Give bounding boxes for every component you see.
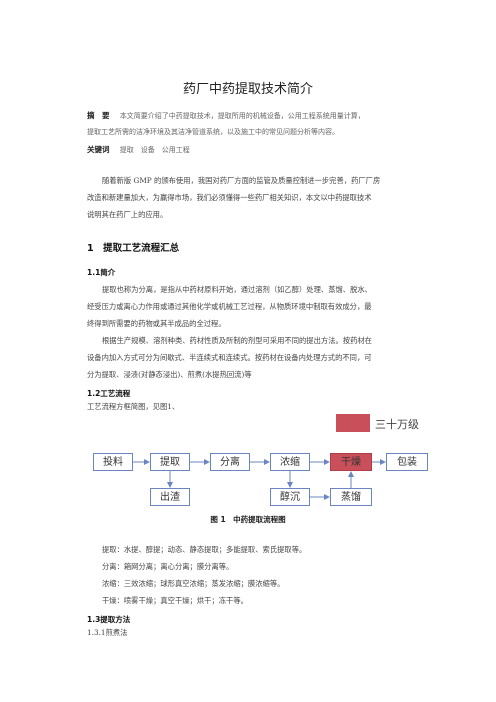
page-title: 药厂中药提取技术简介 bbox=[182, 82, 313, 97]
abstract-line-1: 摘 要 本文简要介绍了中药提取技术，提取所用的机械设备，公用工程系统用量计算， bbox=[87, 107, 427, 125]
s11-p1-line-3: 终得到所需要的药物或其半成品的全过程。 bbox=[87, 319, 226, 328]
abstract-label: 摘 要 bbox=[87, 111, 110, 120]
method-nongsuo: 浓缩：三效浓缩；球形真空浓缩；蒸发浓缩；膜浓缩等。 bbox=[102, 579, 285, 588]
intro-line-1: 随着新版 GMP 的颁布使用，我国对药厂方面的监管及质量控制进一步完善，药厂厂房 bbox=[102, 176, 381, 185]
s11-p1-line-2: 经受压力或离心力作用或通过其他化学或机械工艺过程，从物质环境中制取有效成分，最 bbox=[87, 302, 372, 311]
section-1-3-1-heading: 1.3.1煎煮法 bbox=[87, 628, 128, 637]
abstract-text-1: 本文简要介绍了中药提取技术，提取所用的机械设备，公用工程系统用量计算， bbox=[119, 112, 365, 120]
section-1-2-heading: 1.2工艺流程 bbox=[87, 389, 131, 398]
keywords-line: 关键词 提取 设备 公用工程 bbox=[87, 141, 427, 159]
s12-text: 工艺流程方框简图，见图1、 bbox=[87, 402, 180, 411]
section-1-3-heading: 1.3提取方法 bbox=[87, 615, 131, 624]
legend-label: 三十万级 bbox=[375, 418, 419, 431]
intro-line-3: 说明其在药厂上的应用。 bbox=[87, 210, 168, 219]
node-tiliao: 投料 bbox=[93, 453, 133, 471]
intro-line-2: 改造和新建量加大，为赢得市场，我们必须懂得一些药厂相关知识，本文以中药提取技术 bbox=[87, 193, 372, 202]
node-tiqu: 提取 bbox=[150, 453, 190, 471]
node-chuzha: 出渣 bbox=[150, 488, 190, 506]
node-ganzao: 干燥 bbox=[330, 453, 372, 471]
section-1-heading: 1 提取工艺流程汇总 bbox=[87, 243, 180, 254]
s11-p2-line-3: 分为提取、浸渍(对静态浸出)、煎煮(水提热回流)等 bbox=[87, 370, 252, 379]
abstract-text-2: 提取工艺所需的洁净环境及其洁净管道系统，以及施工中的常见问题分析等内容。 bbox=[87, 128, 339, 136]
node-baozhuang: 包装 bbox=[386, 453, 428, 471]
node-jiuchen: 醇沉 bbox=[270, 488, 310, 506]
method-ganzao: 干燥：喷雾干燥；真空干燥；烘干；冻干等。 bbox=[102, 596, 248, 605]
s11-p2-line-1: 根据生产规模、溶剂种类、药材性质及所制的剂型可采用不同的提出方法。按药材在 bbox=[102, 336, 372, 345]
legend-swatch bbox=[336, 414, 370, 432]
node-nongsuo: 浓缩 bbox=[270, 453, 310, 471]
section-1-1-heading: 1.1简介 bbox=[87, 268, 116, 277]
method-fenli: 分离：箱网分离；离心分离；膜分离等。 bbox=[102, 562, 234, 571]
s11-p2-line-2: 设备内加入方式可分为间歇式、半连续式和连续式。按药材在设备内处理方式的不同，可 bbox=[87, 353, 372, 362]
keywords-text: 提取 设备 公用工程 bbox=[119, 146, 190, 154]
s11-p1-line-1: 提取也称为分离，是指从中药材原料开始，通过溶剂（如乙醇）处理、蒸馏、脱水、 bbox=[102, 285, 372, 294]
node-zhengliu: 蒸馏 bbox=[330, 488, 372, 506]
method-tiqu: 提取：水提、醇提；动态、静态提取；多能提取、索氏提取等。 bbox=[102, 545, 307, 554]
node-fenli: 分离 bbox=[210, 453, 250, 471]
keywords-label: 关键词 bbox=[87, 145, 110, 154]
figure-caption: 图 1 中药提取流程图 bbox=[210, 515, 286, 524]
